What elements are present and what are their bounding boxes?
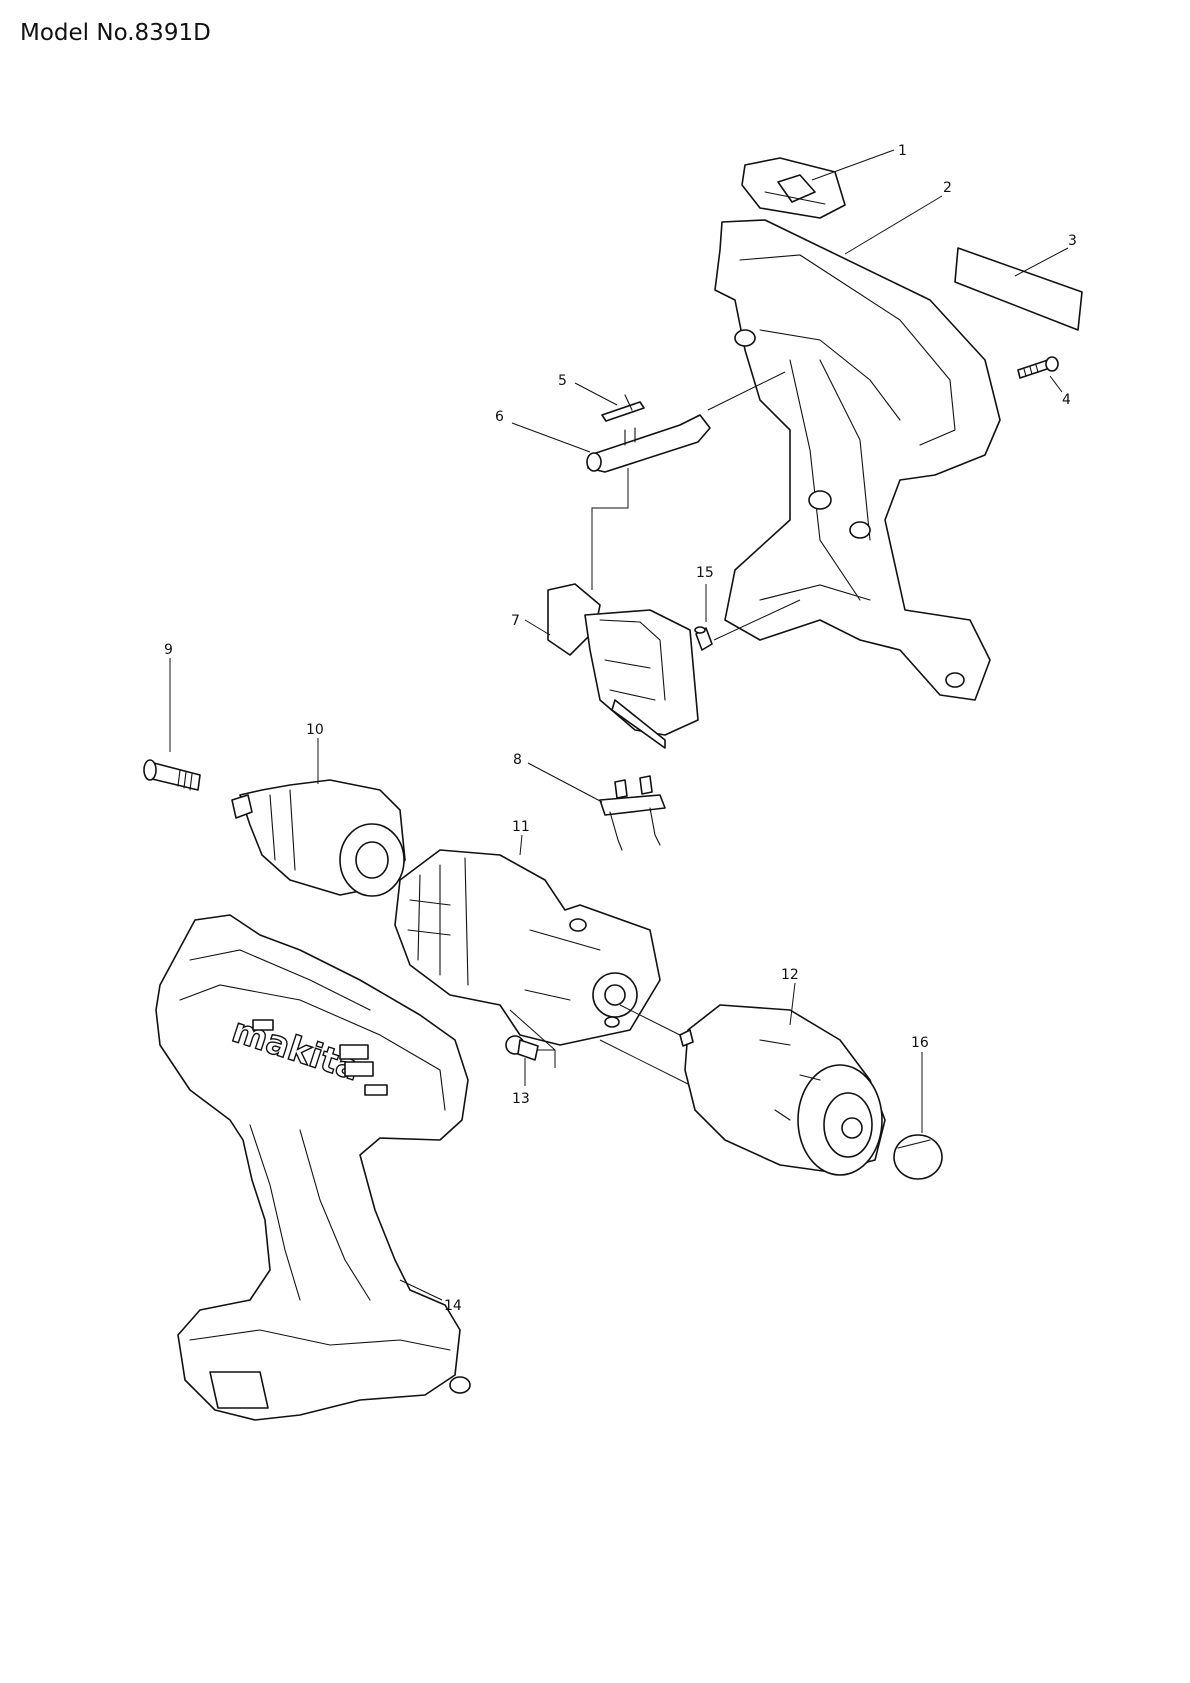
part-15-pin	[694, 626, 713, 651]
callout-16: 16	[911, 1035, 929, 1051]
callout-1: 1	[898, 143, 907, 159]
part-11-gear-assembly	[394, 849, 661, 1046]
part-6-lever	[586, 414, 711, 473]
part-13-screw	[505, 1035, 539, 1061]
callout-9: 9	[164, 642, 173, 658]
callout-15: 15	[696, 565, 714, 581]
callout-13: 13	[512, 1091, 530, 1107]
part-4-screw	[1017, 356, 1059, 379]
callout-8: 8	[513, 752, 522, 768]
part-10-chuck	[231, 779, 406, 897]
callout-2: 2	[943, 180, 952, 196]
callout-14: 14	[444, 1298, 462, 1314]
callout-5: 5	[558, 373, 567, 389]
page-title: Model No.8391D	[20, 20, 211, 46]
part-5-spring	[601, 394, 645, 422]
callout-6: 6	[495, 409, 504, 425]
part-7-switch	[547, 583, 699, 749]
part-1-switch-cover	[741, 157, 846, 219]
part-2-housing-half	[714, 219, 1001, 701]
part-9-bolt	[143, 759, 201, 791]
part-3-label	[954, 247, 1083, 331]
callout-3: 3	[1068, 233, 1077, 249]
callout-4: 4	[1062, 392, 1071, 408]
callout-11: 11	[512, 819, 530, 835]
part-8-terminal	[599, 775, 666, 851]
callout-12: 12	[781, 967, 799, 983]
part-14-housing-set: makita	[155, 914, 471, 1421]
callout-10: 10	[306, 722, 324, 738]
part-12-motor	[679, 1004, 886, 1176]
callout-7: 7	[511, 613, 520, 629]
part-16-cap	[893, 1134, 943, 1180]
